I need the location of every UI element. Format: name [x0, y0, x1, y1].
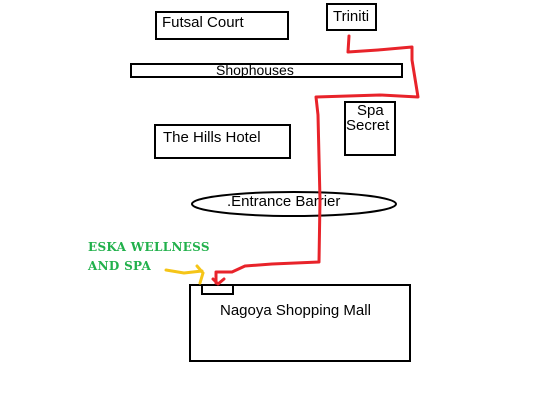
- triniti-block: [326, 3, 377, 31]
- eska-line1: ESKA WELLNESS: [88, 240, 210, 254]
- route-arrowhead: [211, 271, 226, 286]
- hills-hotel-label: The Hills Hotel: [163, 129, 261, 146]
- eska-entrance-marker: [201, 284, 234, 295]
- futsal-court-label: Futsal Court: [162, 14, 244, 31]
- entrance-barrier-label: .Entrance Barrier: [227, 193, 341, 210]
- eska-wellness-annotation: ESKA WELLNESS AND SPA: [88, 238, 210, 276]
- eska-line2: AND SPA: [88, 259, 152, 273]
- spa-secret-label-line2: Secret: [346, 117, 390, 134]
- nagoya-mall-block: [189, 284, 411, 362]
- triniti-label: Triniti: [333, 8, 370, 25]
- shophouses-label: Shophouses: [216, 62, 294, 78]
- nagoya-mall-label: Nagoya Shopping Mall: [220, 302, 371, 319]
